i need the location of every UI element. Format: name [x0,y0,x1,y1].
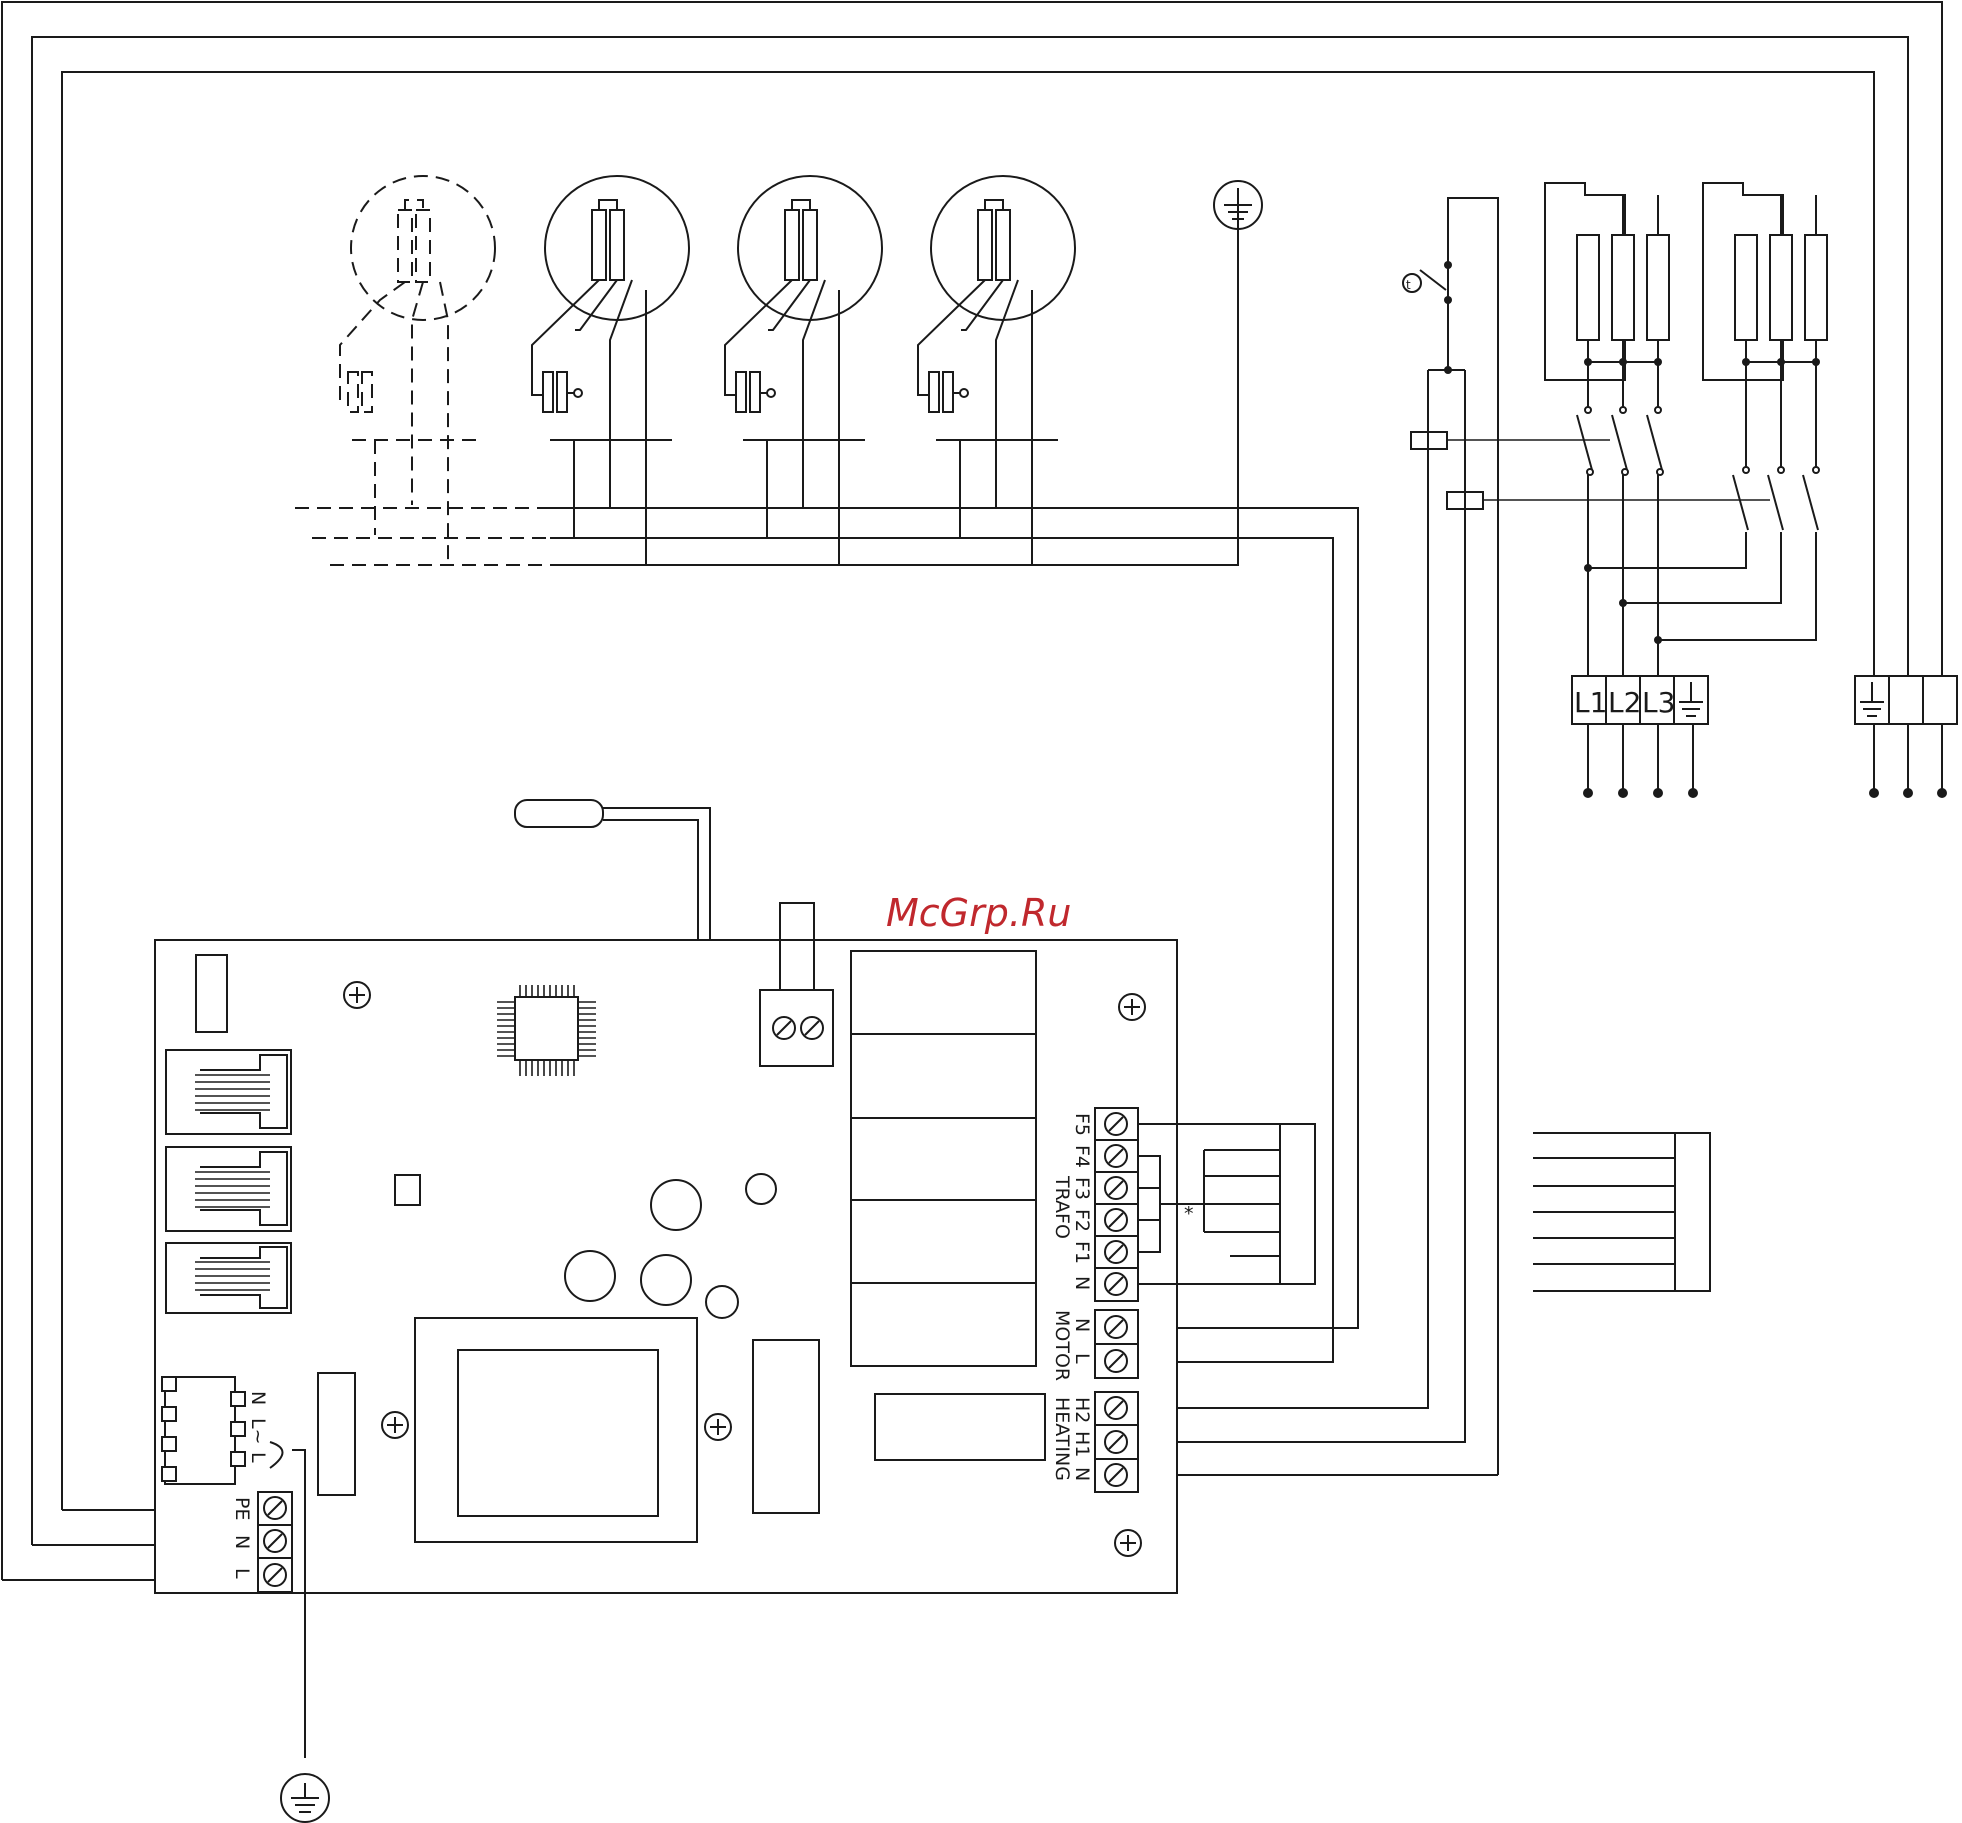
supply-label-l: L [231,1568,253,1579]
rj-connector [166,1147,291,1231]
label-L1: L1 [1574,686,1607,719]
ground-icon [291,1783,319,1812]
trafo-group-label: TRAFO [1051,1175,1073,1239]
relay-stack [851,951,1036,1366]
heating-group-label: HEATING [1051,1397,1073,1481]
label-L3: L3 [1642,686,1675,719]
aux-label-l: L [247,1452,269,1463]
svg-text:t: t [1406,278,1411,292]
ribbon-connector [1533,1133,1710,1291]
motor-dashed [295,176,550,565]
label-L2: L2 [1608,686,1641,719]
trafo-terminal-n: N [1071,1276,1093,1290]
motor-group-label: MOTOR [1051,1310,1073,1381]
aux-label-l-tilde: L~ [247,1418,269,1445]
trafo-terminal-f2: F2 [1071,1209,1093,1232]
motor-2 [532,176,689,565]
motor-4 [918,176,1075,565]
motor-terminal-n: N [1071,1318,1093,1332]
trafo-terminal-f4: F4 [1071,1145,1093,1168]
output-terminals [1095,1108,1315,1492]
trafo-asterisk: * [1184,1203,1194,1225]
heating-terminal-n: N [1071,1467,1093,1481]
transformer [415,1318,697,1542]
trafo-terminal-f5: F5 [1071,1113,1093,1136]
aux-label-n: N [247,1391,269,1405]
motor-3 [725,176,882,565]
motor-terminal-l: L [1071,1353,1093,1364]
supply-terminal-block [258,1492,292,1592]
rj-connector [166,1050,291,1134]
rj-connector [166,1243,291,1313]
trafo-terminal-f1: F1 [1071,1241,1093,1264]
contactor-switches [1411,362,1819,676]
three-phase-terminal: L1 L2 L3 [1572,676,1708,798]
supply-label-n: N [231,1535,253,1549]
control-board: N L~ L PE N L [155,903,1177,1593]
trafo-terminal-f3: F3 [1071,1177,1093,1200]
heating-terminal-h1: H1 [1071,1431,1093,1457]
heating-terminal-h2: H2 [1071,1397,1093,1423]
heater-elements [1545,183,1827,380]
supply-label-pe: PE [231,1497,253,1520]
watermark: McGrp.Ru [886,891,1071,935]
